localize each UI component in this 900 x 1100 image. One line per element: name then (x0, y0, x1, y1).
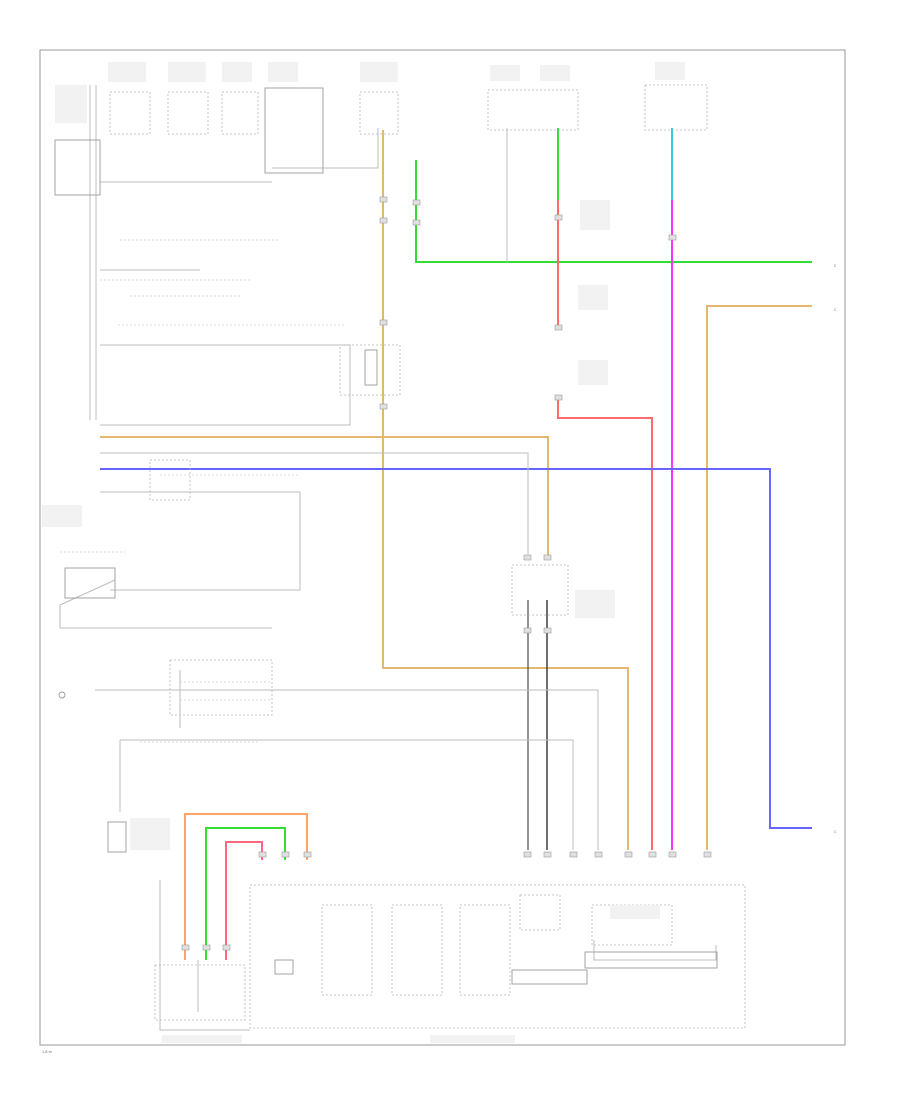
wire-green-right (415, 160, 812, 263)
wire-red-low (557, 395, 653, 850)
wire-green-bottom (205, 827, 286, 960)
wire-tan-right (706, 305, 812, 850)
center-relay (339, 344, 401, 396)
top-fuse-boxes (54, 84, 708, 196)
connector-label-blue: C (834, 830, 837, 834)
connector-label-green: C (834, 264, 837, 268)
footer-code: 1-8 m (42, 1050, 53, 1054)
left-switch (58, 459, 273, 716)
left-control-unit (107, 821, 246, 1021)
wire-blue (100, 468, 812, 829)
wire-pink (225, 841, 263, 960)
diagram-frame (39, 49, 846, 1046)
wire-tan-horizontal (100, 436, 549, 555)
main-unit (249, 884, 746, 1029)
connector-label-tan: C (834, 308, 837, 312)
center-combination-block (511, 564, 569, 616)
gray-harness (59, 85, 717, 1031)
tiny-labels (42, 62, 685, 1043)
dashed-harness (60, 239, 345, 743)
wire-orange (184, 813, 308, 960)
wire-tan-vertical (382, 130, 629, 850)
wire-connectors (181, 196, 712, 951)
